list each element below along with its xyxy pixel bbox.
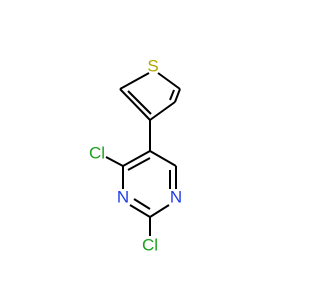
- bond-c2-c3-inner: [127, 90, 152, 115]
- bond-c2-n1: [149, 204, 170, 218]
- atom-s-label: S: [147, 57, 158, 76]
- atom-n-left-label: N: [117, 188, 129, 207]
- bond-c4-c5-inner: [169, 89, 175, 101]
- bond-n3-c2-inner: [133, 198, 151, 210]
- atom-labels: S Cl N N Cl: [89, 57, 182, 255]
- atom-n-right-label: N: [170, 188, 182, 207]
- bond-c2-c3: [119, 88, 151, 121]
- bond-c3-c4: [149, 101, 176, 121]
- bond-s-c5: [157, 72, 181, 90]
- atom-cl-top-label: Cl: [89, 144, 105, 163]
- bond-c4-c5: [174, 88, 181, 103]
- bond-n3-c2: [129, 204, 151, 218]
- bond-c5-c4: [122, 150, 151, 167]
- atom-cl-bottom-label: Cl: [142, 236, 158, 255]
- bonds: [105, 72, 181, 236]
- bond-c5-c4-inner: [127, 157, 151, 171]
- molecule-structure: S Cl N N Cl: [89, 57, 182, 255]
- bond-c5-c6: [149, 150, 177, 167]
- bond-s-c2: [119, 72, 150, 90]
- bond-c4-cl: [105, 156, 124, 167]
